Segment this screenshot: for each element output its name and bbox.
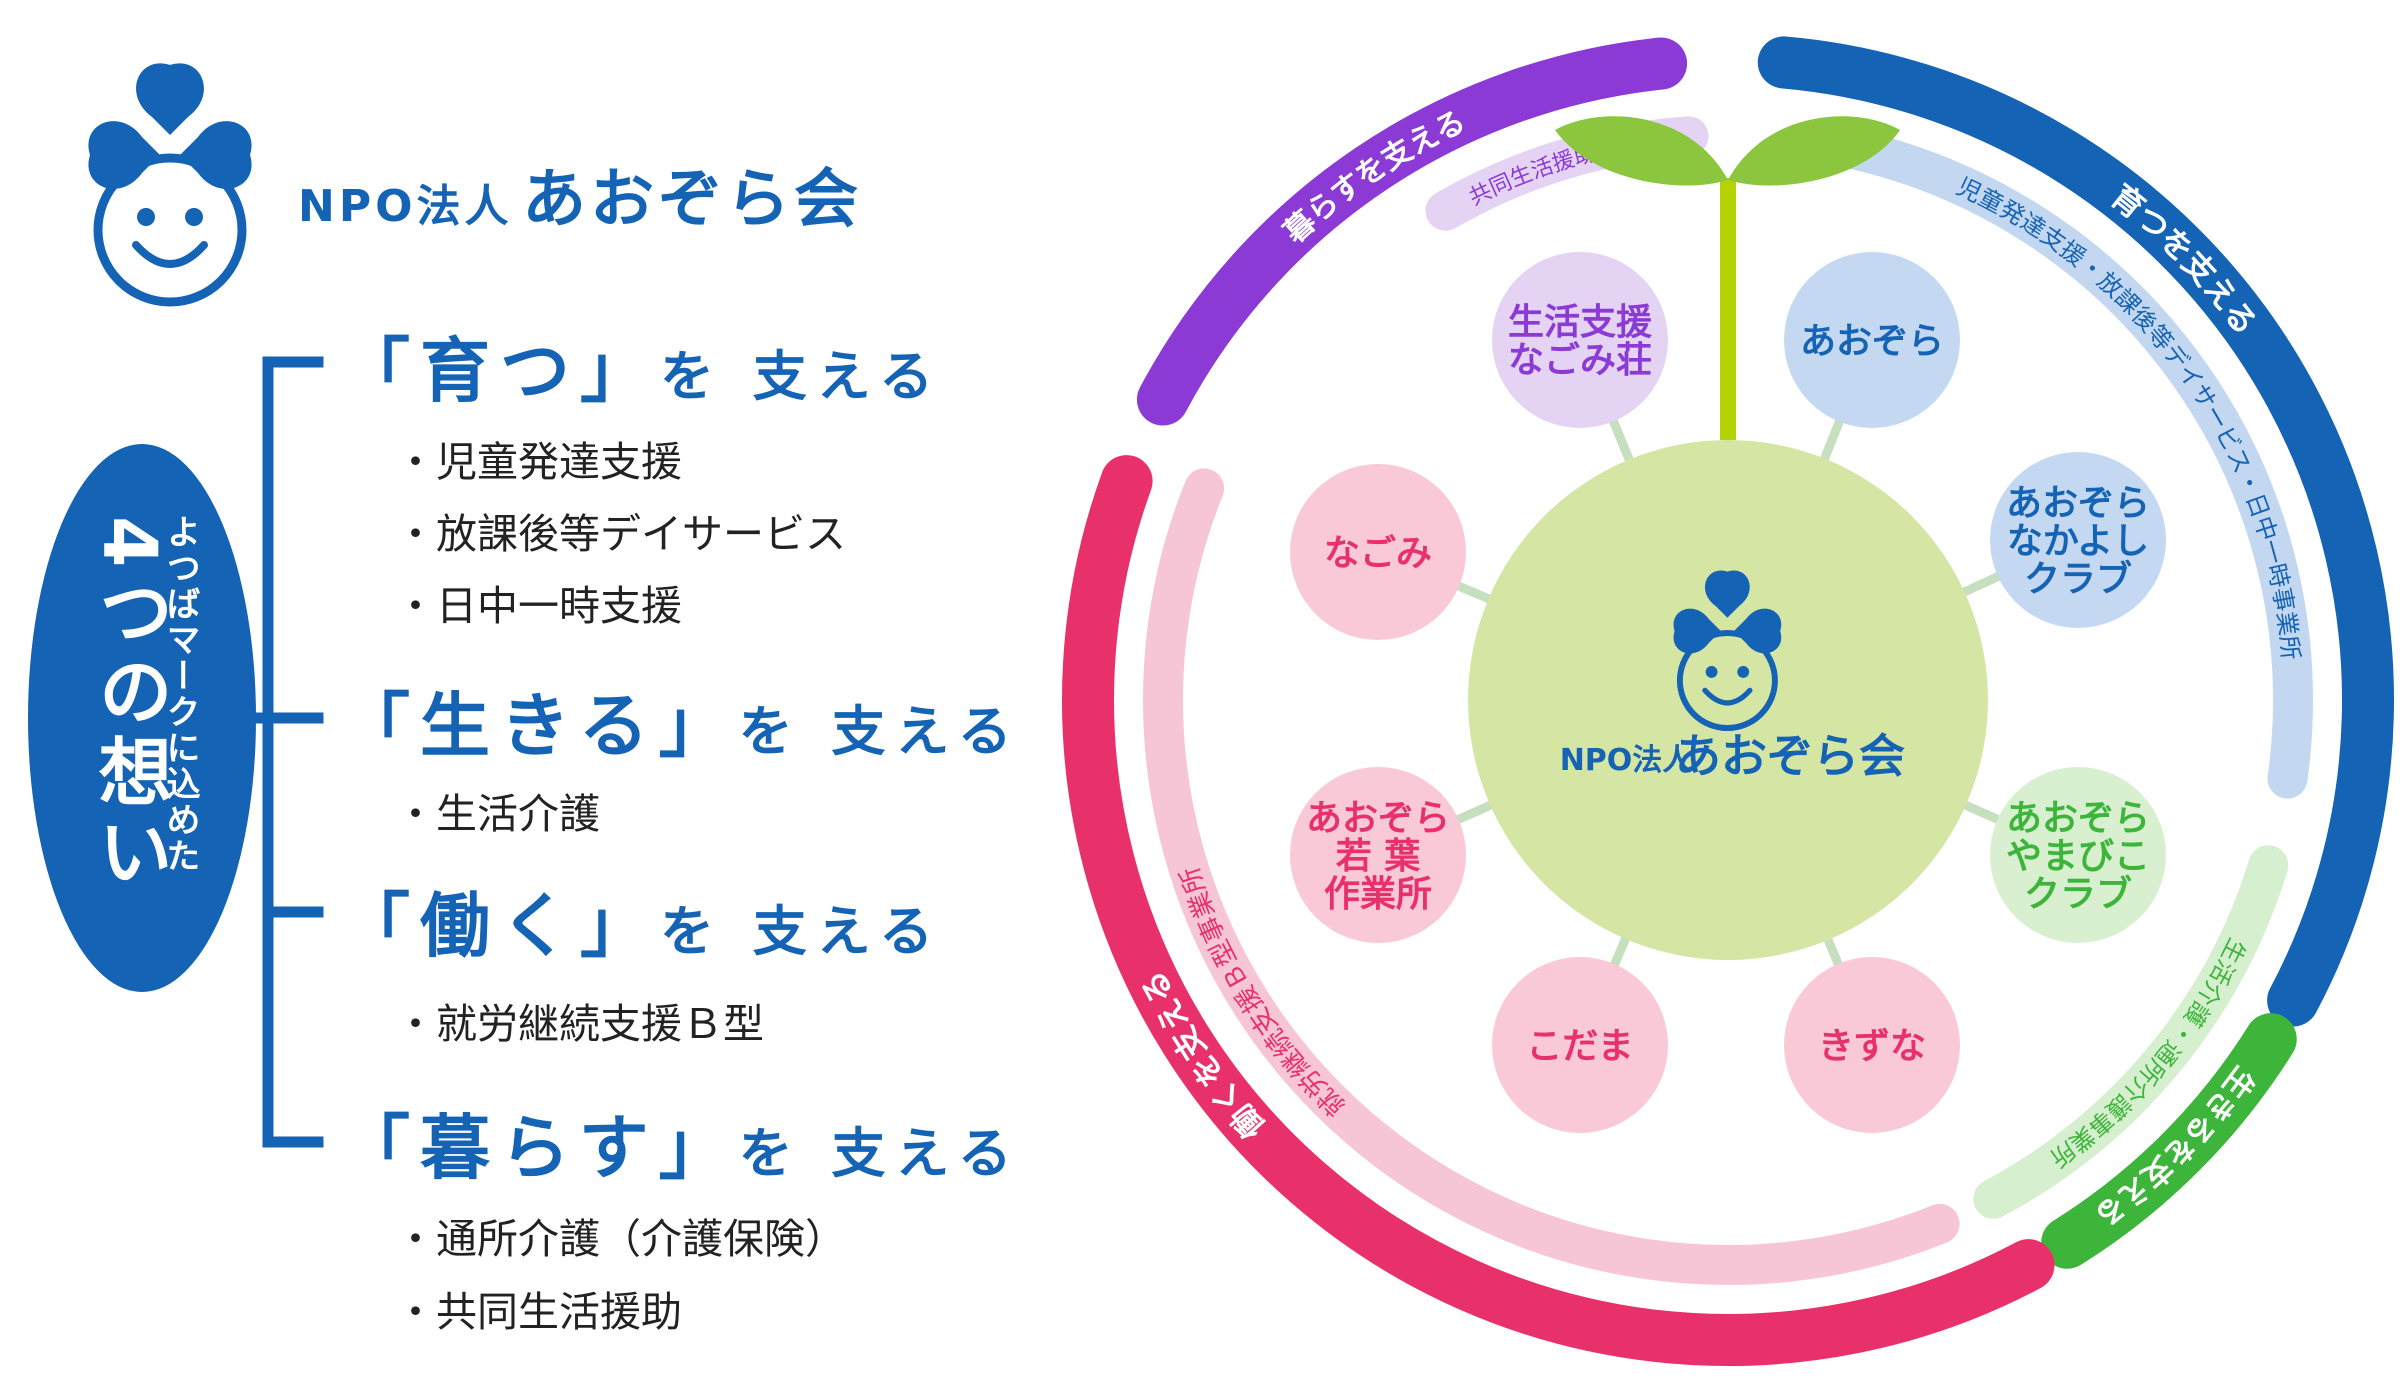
four-thoughts-oval: 4つの想い よつばマークに込めた (28, 444, 256, 992)
clover-leaves-icon (88, 63, 252, 189)
facility-label: こだま (1526, 1026, 1633, 1067)
inner-arc-children (1825, 127, 2313, 799)
bracket-lines (209, 356, 324, 1148)
center-logo-icon (1673, 570, 1782, 731)
pillar-heading-ikiru: 「生きる」を 支える (340, 685, 1022, 767)
outer-arc-ikiru (2041, 1013, 2297, 1269)
facility-circle (1290, 767, 1466, 943)
sprout-icon (1555, 116, 1900, 440)
brand-name: NPO法人 あおぞら会 (298, 148, 862, 240)
pillar-heading-kurasu: 「暮らす」を 支える (340, 1107, 1022, 1189)
facility-label: なごみ荘 (1508, 340, 1652, 381)
facility-circle (1492, 957, 1668, 1133)
service-item: 児童発達支援 (395, 428, 682, 488)
service-item: 共同生活援助 (395, 1278, 682, 1338)
facility-circle (1990, 452, 2166, 628)
service-item: 放課後等デイサービス (395, 500, 846, 560)
service-item: 就労継続支援Ｂ型 (395, 990, 764, 1050)
facility-circle (1784, 957, 1960, 1133)
oval-main-text: 4つの想い (86, 516, 172, 894)
facility-circle (1784, 252, 1960, 428)
outer-arc-sodatsu (1757, 36, 2394, 1027)
facility-circle (1990, 767, 2166, 943)
service-item: 日中一時支援 (395, 572, 682, 632)
face-icon (93, 153, 247, 307)
brand-logo (88, 63, 252, 307)
pillar-heading-hataraku: 「働く」を 支える (340, 885, 944, 967)
brand-prefix: NPO法人 (298, 181, 513, 232)
facility-circle (1290, 464, 1466, 640)
facility-label: あおぞら (1800, 321, 1944, 362)
outer-arc-hataraku (1062, 455, 2055, 1366)
oval-sub-text: よつばマークに込めた (160, 514, 200, 874)
facility-label: やまびこ (2006, 836, 2150, 877)
facility-label: あおぞら (1306, 798, 1450, 839)
center-brand-prefix: NPO法人 (1560, 743, 1693, 778)
service-item: 生活介護 (395, 780, 600, 840)
center-brand-name: あおぞら会 (1675, 729, 1905, 783)
facility-label: クラブ (2024, 558, 2132, 600)
outer-arc-kurasu (1136, 37, 1688, 426)
facility-label: あおぞら (2006, 798, 2150, 839)
service-item: 通所介護（介護保険） (395, 1205, 846, 1265)
facility-circle (1492, 252, 1668, 428)
facility-label: きずな (1818, 1026, 1926, 1067)
facility-label: なかよし (2007, 521, 2149, 562)
inner-arc-daycare (1973, 845, 2289, 1219)
center-circle (1468, 440, 1988, 960)
pillar-heading-sodatsu: 「育つ」を 支える (340, 330, 944, 412)
brand-main: あおぞら会 (522, 163, 863, 237)
facility-label: クラブ (2024, 873, 2132, 915)
facility-label: あおぞら (2006, 483, 2150, 524)
inner-arc-work (1143, 468, 1960, 1285)
facility-label: 作業所 (1324, 874, 1432, 915)
facility-label: 生活支援 (1508, 302, 1653, 343)
facility-label: 若 葉 (1336, 836, 1422, 877)
facility-label: なごみ (1324, 533, 1432, 574)
